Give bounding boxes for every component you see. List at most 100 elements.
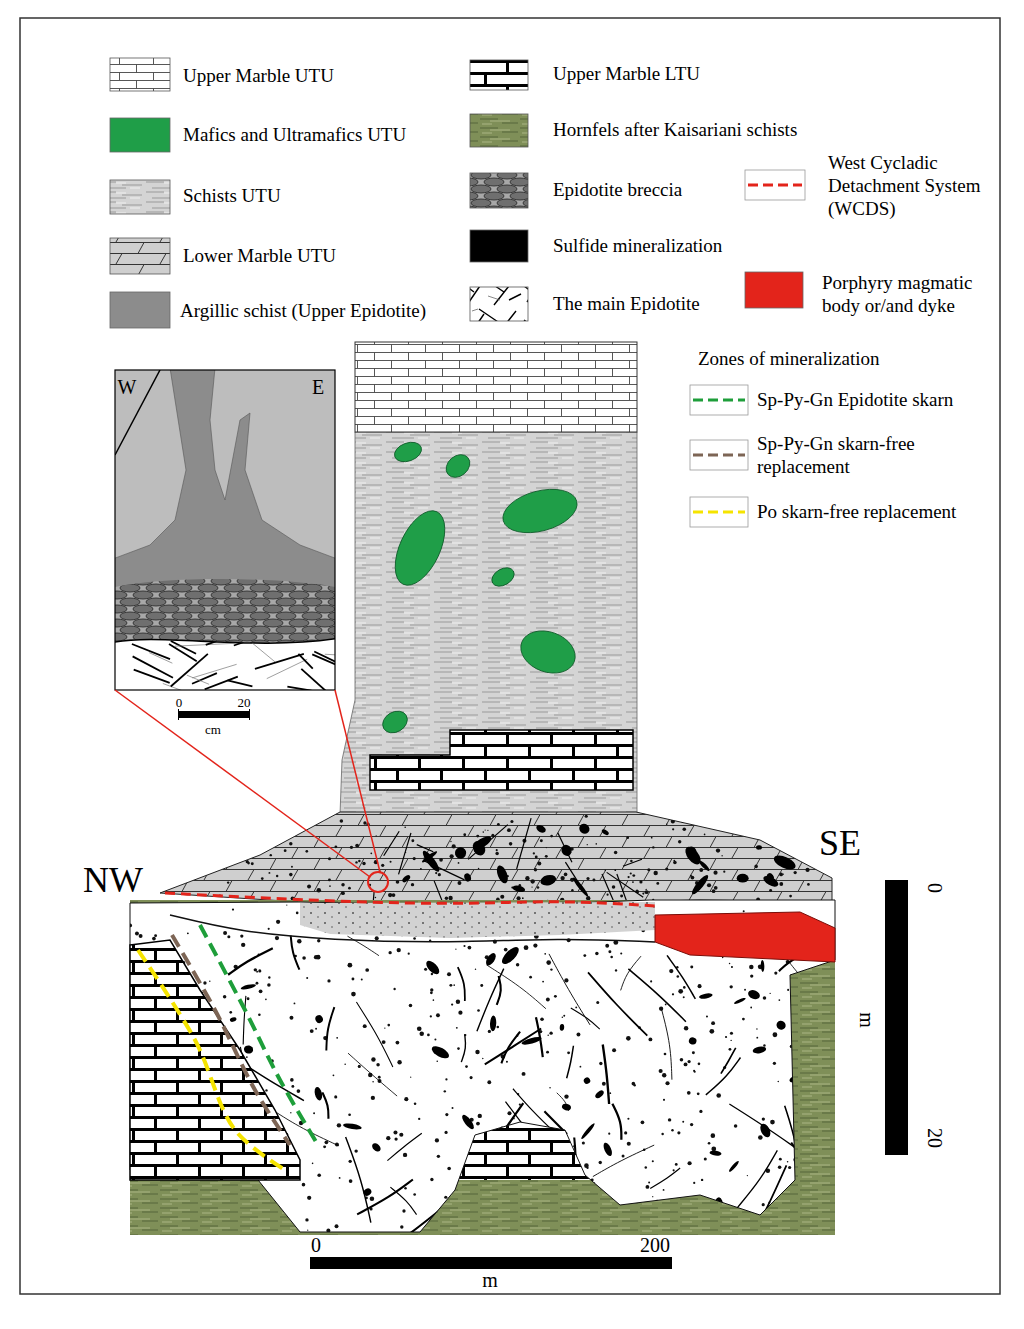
main-epidotite	[684, 1026, 688, 1030]
main-epidotite	[370, 1197, 375, 1202]
main-epidotite	[477, 1009, 480, 1012]
main-epidotite	[761, 960, 765, 972]
lower-marble-lens	[545, 855, 548, 858]
main-epidotite	[574, 1137, 575, 1172]
main-epidotite	[668, 1118, 671, 1121]
main-epidotite	[665, 1081, 669, 1085]
main-epidotite	[465, 1065, 468, 1068]
main-epidotite	[756, 1037, 758, 1039]
lower-marble-lens	[605, 869, 606, 870]
main-epidotite	[599, 1161, 602, 1164]
lower-marble-lens	[500, 895, 504, 899]
lower-marble-lens	[386, 847, 387, 848]
main-epidotite	[713, 1197, 724, 1219]
lower-marble-lens	[798, 828, 800, 830]
lower-marble-lens	[450, 841, 451, 842]
lower-marble-lens	[770, 837, 773, 840]
lower-marble-lens	[666, 823, 667, 824]
legend-label: Sp-Py-Gn Epidotite skarn	[757, 389, 953, 412]
lower-marble-lens	[509, 842, 513, 846]
lower-marble-lens	[288, 836, 291, 839]
main-epidotite	[641, 1120, 645, 1124]
lower-marble-lens	[463, 833, 466, 836]
main-epidotite	[571, 1008, 600, 1029]
page-frame	[20, 18, 1000, 1294]
main-epidotite	[249, 1221, 252, 1224]
lower-marble-lens	[284, 849, 287, 852]
main-epidotite	[191, 1190, 195, 1194]
main-epidotite	[711, 1021, 715, 1025]
main-epidotite	[580, 1122, 596, 1140]
lower-marble-lens	[396, 880, 400, 884]
lower-marble-lens	[160, 812, 832, 905]
main-epidotite	[549, 954, 590, 1025]
main-epidotite	[362, 1187, 373, 1197]
mafic-body	[515, 624, 581, 681]
main-epidotite	[747, 988, 762, 1001]
main-epidotite	[729, 1048, 732, 1051]
main-epidotite	[812, 974, 816, 978]
detail-inset	[325, 654, 335, 657]
main-epidotite	[290, 1112, 291, 1113]
inset-leader	[335, 690, 380, 872]
main-epidotite	[793, 1158, 797, 1162]
main-epidotite	[709, 1150, 721, 1156]
main-epidotite	[534, 1176, 536, 1178]
main-epidotite	[488, 1030, 491, 1033]
legend-swatch	[110, 180, 170, 214]
main-epidotite	[795, 980, 797, 982]
main-epidotite	[445, 1113, 448, 1116]
main-epidotite	[750, 974, 753, 977]
main-epidotite	[323, 1145, 326, 1148]
lower-marble-lens	[698, 859, 711, 872]
main-epidotite	[521, 1035, 542, 1046]
main-epidotite	[268, 976, 270, 978]
main-epidotite	[256, 971, 258, 973]
main-epidotite	[265, 999, 267, 1001]
lower-marble-lens	[261, 877, 264, 880]
main-epidotite	[370, 1142, 382, 1154]
lower-marble-lens	[452, 844, 456, 848]
main-epidotite	[827, 1032, 830, 1035]
inset-location-circle	[368, 872, 388, 892]
main-epidotite	[317, 939, 320, 942]
lower-marble-lens	[716, 848, 720, 852]
porphyry-body	[655, 912, 835, 962]
lower-marble-lens	[173, 856, 176, 859]
main-epidotite	[687, 1060, 690, 1063]
lower-marble-lens	[607, 894, 609, 896]
lower-marble-lens	[468, 825, 508, 860]
lower-marble-lens	[620, 895, 623, 898]
main-epidotite	[404, 1187, 407, 1190]
lower-marble-lens	[672, 828, 674, 830]
scale-number: 0	[176, 696, 183, 709]
lower-marble-lens	[328, 857, 331, 860]
lower-marble-lens	[750, 817, 751, 818]
lower-marble-lens	[223, 821, 225, 823]
main-epidotite	[586, 1167, 588, 1169]
lower-marble-lens	[328, 879, 331, 882]
lower-marble-lens	[289, 873, 293, 877]
legend-heading: Zones of mineralization	[698, 349, 880, 368]
main-epidotite	[434, 1038, 436, 1040]
legend-swatch	[470, 287, 528, 321]
detail-inset	[115, 370, 335, 690]
main-epidotite	[529, 1140, 569, 1176]
detail-inset	[149, 653, 172, 664]
lower-marble-lens	[626, 836, 629, 839]
detail-inset	[169, 644, 197, 661]
main-epidotite	[817, 1106, 821, 1110]
lower-marble-lens	[789, 895, 792, 898]
po-zone-line	[138, 950, 285, 1170]
lower-marble-lens	[482, 831, 484, 833]
main-epidotite	[621, 956, 641, 990]
mafic-body	[385, 503, 455, 592]
lower-marble-lens	[585, 815, 588, 818]
main-epidotite	[695, 1209, 696, 1210]
main-epidotite	[567, 1046, 574, 1079]
main-epidotite	[378, 1076, 381, 1079]
legend-label: Mafics and Ultramafics UTU	[183, 124, 406, 147]
main-epidotite	[326, 1007, 334, 1050]
main-epidotite	[455, 949, 456, 950]
main-epidotite	[507, 1158, 511, 1162]
